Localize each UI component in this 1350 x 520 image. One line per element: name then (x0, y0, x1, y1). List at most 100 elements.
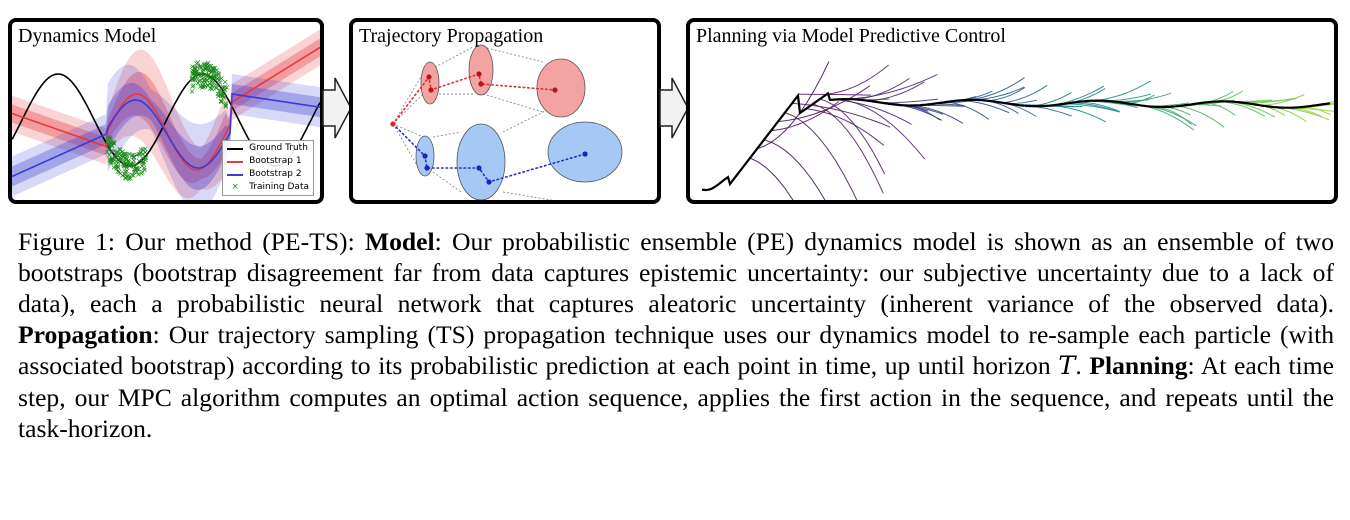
candidate-trajectory (833, 99, 912, 125)
candidate-trajectory (1260, 94, 1305, 106)
training-data-marker: × (204, 60, 211, 69)
training-data-marker: × (131, 153, 138, 162)
training-data-marker: × (200, 65, 207, 74)
training-data-marker: × (205, 62, 212, 71)
training-data-marker: × (108, 158, 115, 167)
training-data-marker: × (219, 84, 226, 93)
training-data-marker: × (118, 154, 125, 163)
training-data-marker: × (122, 167, 129, 176)
training-data-marker: × (221, 82, 228, 91)
training-data-marker: × (132, 166, 139, 175)
training-data-marker: × (130, 171, 137, 180)
training-data-marker: × (107, 155, 114, 164)
training-data-marker: × (138, 169, 145, 178)
training-data-marker: × (192, 72, 199, 81)
training-data-marker: × (111, 155, 118, 164)
candidate-trajectory (847, 73, 938, 100)
training-data-marker: × (197, 62, 204, 71)
training-data-marker: × (134, 164, 141, 173)
candidate-trajectory (784, 112, 858, 200)
training-data-marker: × (222, 99, 229, 108)
training-data-marker: × (216, 75, 223, 84)
training-data-marker: × (113, 162, 120, 171)
candidate-trajectory (1078, 101, 1120, 113)
training-data-marker: × (115, 163, 122, 172)
candidate-trajectory (749, 157, 794, 200)
training-data-marker: × (121, 169, 128, 178)
training-data-marker: × (131, 168, 138, 177)
training-data-marker: × (141, 166, 148, 175)
training-data-marker: × (139, 167, 146, 176)
legend-label: Bootstrap 1 (249, 156, 302, 166)
training-data-marker: × (194, 67, 201, 76)
training-data-marker: × (213, 83, 220, 92)
training-data-marker: × (124, 160, 131, 169)
training-data-marker: × (126, 162, 133, 171)
training-data-marker: × (121, 150, 128, 159)
candidate-trajectory (1176, 105, 1225, 128)
training-data-marker: × (214, 74, 221, 83)
training-data-marker: × (128, 159, 135, 168)
particle-blue (424, 165, 430, 171)
training-data-marker: × (200, 81, 207, 90)
bootstrap1-inner-band (12, 38, 320, 184)
training-data-marker: × (197, 72, 204, 81)
training-data-marker: × (215, 70, 222, 79)
training-data-marker: × (223, 83, 230, 92)
flow-arrow-icon (659, 77, 689, 139)
training-data-marker: × (114, 148, 121, 157)
bootstrap1-line (12, 46, 320, 171)
training-data-marker: × (206, 79, 213, 88)
candidate-trajectory (840, 98, 926, 160)
training-data-marker: × (201, 76, 208, 85)
training-data-marker: × (210, 65, 217, 74)
training-data-marker: × (113, 157, 120, 166)
training-data-marker: × (220, 93, 227, 102)
caption-model-term: Model (364, 227, 435, 256)
training-data-marker: × (204, 72, 211, 81)
candidate-trajectory (1092, 80, 1151, 102)
training-data-marker: × (114, 167, 121, 176)
training-data-marker: × (121, 161, 128, 170)
training-data-marker: × (208, 82, 215, 91)
training-data-marker: × (125, 172, 132, 181)
training-data-marker: × (119, 171, 126, 180)
connector-line (432, 171, 462, 193)
training-data-marker: × (121, 160, 128, 169)
candidate-trajectory (973, 86, 1025, 101)
training-data-marker: × (199, 82, 206, 91)
training-data-marker: × (109, 142, 116, 151)
training-data-marker: × (117, 151, 124, 160)
training-data-marker: × (110, 137, 117, 146)
training-data-marker: × (191, 64, 198, 73)
training-data-marker: × (122, 174, 129, 183)
training-data-marker: × (218, 74, 225, 83)
training-data-marker: × (117, 169, 124, 178)
training-data-marker: × (107, 159, 114, 168)
training-data-marker: × (215, 69, 222, 78)
training-data-marker: × (121, 154, 128, 163)
dynamics-model-legend: Ground Truth Bootstrap 1 Bootstrap 2 × T… (222, 140, 314, 196)
training-data-marker: × (211, 66, 218, 75)
training-data-marker: × (193, 67, 200, 76)
training-data-marker: × (218, 97, 225, 106)
candidate-trajectory (805, 108, 885, 146)
training-data-marker: × (123, 155, 130, 164)
legend-bootstrap-2: Bootstrap 2 (227, 168, 309, 181)
training-data-marker: × (202, 81, 209, 90)
training-data-marker: × (195, 79, 202, 88)
training-data-marker: × (210, 73, 217, 82)
training-data-marker: × (105, 145, 112, 154)
training-data-marker: × (193, 59, 200, 68)
candidate-trajectory (966, 77, 1025, 101)
dynamics-model-panel: ××××××××××××××××××××××××××××××××××××××××… (8, 18, 324, 204)
training-data-marker: × (197, 64, 204, 73)
training-data-marker: × (205, 65, 212, 74)
legend-training-data: × Training Data (227, 181, 309, 194)
training-data-marker: × (222, 85, 229, 94)
candidate-trajectory (819, 98, 886, 175)
training-data-marker: × (106, 141, 113, 150)
training-data-marker: × (213, 83, 220, 92)
training-data-marker: × (207, 66, 214, 75)
training-data-marker: × (135, 150, 142, 159)
